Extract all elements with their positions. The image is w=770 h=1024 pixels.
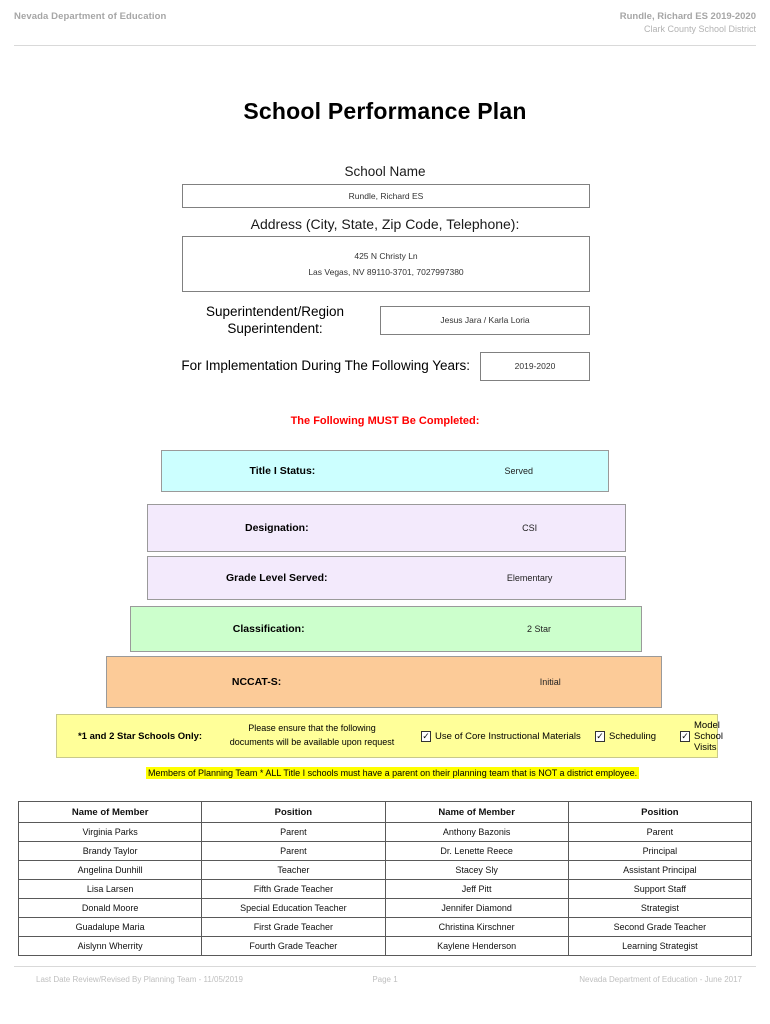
school-name-field[interactable]: Rundle, Richard ES (182, 184, 590, 208)
table-cell: Principal (567, 841, 753, 861)
table-cell: First Grade Teacher (201, 917, 386, 937)
table-cell: Parent (201, 841, 386, 861)
planning-team-members-table: Name of Member Position Name of Member P… (17, 801, 753, 956)
page-header: Nevada Department of Education Rundle, R… (0, 0, 770, 46)
status-bar-classification[interactable]: Classification: 2 Star (130, 606, 642, 652)
table-cell: Christina Kirschner (384, 917, 569, 937)
column-header-position-2: Position (567, 801, 753, 823)
status-bar-designation-label: Designation: (244, 522, 309, 534)
status-bar-title-i[interactable]: Title I Status: Served (161, 450, 609, 492)
superintendent-field[interactable]: Jesus Jara / Karla Loria (380, 306, 590, 335)
column-header-name-2: Name of Member (384, 801, 569, 823)
table-cell: Brandy Taylor (17, 841, 203, 861)
table-cell: Support Staff (567, 879, 753, 899)
table-cell: Virginia Parks (17, 822, 203, 842)
status-bar-grade-level-value: Elementary (506, 573, 553, 583)
documents-note-line-1: Please ensure that the following (248, 723, 376, 734)
documents-note-line-2: documents will be available upon request (229, 737, 395, 747)
table-header-row: Name of Member Position Name of Member P… (17, 801, 753, 823)
superintendent-value: Jesus Jara / Karla Loria (440, 315, 530, 326)
table-cell: Fifth Grade Teacher (201, 879, 386, 899)
implementation-years-field[interactable]: 2019-2020 (480, 352, 590, 381)
status-bar-designation-value: CSI (522, 523, 538, 533)
table-cell: Jennifer Diamond (384, 898, 569, 918)
address-field[interactable]: 425 N Christy Ln Las Vegas, NV 89110-370… (182, 236, 590, 292)
status-bar-classification-label: Classification: (232, 623, 305, 635)
table-cell: Special Education Teacher (201, 898, 386, 918)
footer-divider (14, 966, 756, 967)
address-line-1: 425 N Christy Ln (354, 250, 418, 261)
table-cell: Aislynn Wherrity (17, 936, 203, 956)
status-bar-designation[interactable]: Designation: CSI (147, 504, 626, 552)
page-footer: Last Date Review/Revised By Planning Tea… (14, 966, 756, 988)
checkbox-scheduling-label: Scheduling (609, 730, 657, 742)
status-bar-nccat-s-value: Initial (539, 677, 561, 687)
checkmark-icon[interactable]: ✓ (421, 730, 431, 742)
planning-team-note: Members of Planning Team * ALL Title I s… (146, 767, 640, 779)
star-schools-requirements-strip: *1 and 2 Star Schools Only: Please ensur… (56, 714, 723, 758)
superintendent-label: Superintendent/Region Superintendent: (205, 304, 345, 336)
table-cell: Fourth Grade Teacher (201, 936, 386, 956)
table-cell: Lisa Larsen (17, 879, 203, 899)
table-cell: Anthony Bazonis (384, 822, 569, 842)
table-cell: Jeff Pitt (384, 879, 569, 899)
table-cell: Learning Strategist (567, 936, 753, 956)
table-cell: Parent (567, 822, 753, 842)
footer-page-number: Page 1 (372, 975, 398, 984)
checkbox-model-school-visits-label: Model School Visits (694, 719, 724, 753)
status-bar-classification-value: 2 Star (526, 624, 551, 634)
page-title: School Performance Plan (243, 98, 527, 124)
table-cell: Guadalupe Maria (17, 917, 203, 937)
header-district: Clark County School District (643, 24, 756, 35)
table-cell: Dr. Lenette Reece (384, 841, 569, 861)
column-header-position-1: Position (201, 801, 386, 823)
header-school-info: Rundle, Richard ES 2019-2020 Clark Count… (620, 10, 756, 36)
must-be-completed-notice: The Following MUST Be Completed: (290, 415, 480, 427)
implementation-years-label: For Implementation During The Following … (181, 358, 470, 373)
star-schools-label: *1 and 2 Star Schools Only: (77, 730, 203, 742)
header-agency-name: Nevada Department of Education (14, 11, 167, 22)
header-divider (14, 45, 756, 46)
implementation-years-value: 2019-2020 (514, 361, 556, 372)
footer-last-revised: Last Date Review/Revised By Planning Tea… (36, 975, 243, 984)
table-cell: Donald Moore (17, 898, 203, 918)
status-bar-nccat-s[interactable]: NCCAT-S: Initial (106, 656, 662, 708)
checkbox-core-instructional-materials-label: Use of Core Instructional Materials (435, 730, 581, 742)
address-line-2: Las Vegas, NV 89110-3701, 7027997380 (308, 267, 464, 277)
table-cell: Parent (201, 822, 386, 842)
table-cell: Strategist (567, 898, 753, 918)
table-cell: Assistant Principal (567, 860, 753, 880)
table-cell: Teacher (201, 860, 386, 880)
documents-available-note: Please ensure that the following documen… (217, 722, 407, 750)
table-cell: Second Grade Teacher (567, 917, 753, 937)
checkbox-model-school-visits[interactable]: ✓ Model School Visits (680, 720, 723, 753)
table-cell: Stacey Sly (384, 860, 569, 880)
column-header-name-1: Name of Member (17, 801, 203, 823)
status-bar-title-i-value: Served (504, 466, 534, 476)
table-cell: Angelina Dunhill (17, 860, 203, 880)
school-name-label: School Name (344, 164, 426, 179)
status-bar-grade-level-label: Grade Level Served: (226, 572, 328, 584)
address-label: Address (City, State, Zip Code, Telephon… (250, 216, 520, 232)
school-name-value: Rundle, Richard ES (348, 190, 424, 201)
checkmark-icon[interactable]: ✓ (595, 730, 605, 742)
table-cell: Kaylene Henderson (384, 936, 569, 956)
status-bar-nccat-s-label: NCCAT-S: (231, 676, 282, 688)
checkbox-scheduling[interactable]: ✓ Scheduling (595, 730, 657, 742)
checkmark-icon[interactable]: ✓ (680, 730, 690, 742)
checkbox-core-instructional-materials[interactable]: ✓ Use of Core Instructional Materials (421, 730, 581, 742)
status-bar-grade-level[interactable]: Grade Level Served: Elementary (147, 556, 626, 600)
footer-source: Nevada Department of Education - June 20… (579, 975, 742, 984)
header-school-year: Rundle, Richard ES 2019-2020 (619, 11, 756, 22)
status-bar-title-i-label: Title I Status: (249, 465, 316, 477)
